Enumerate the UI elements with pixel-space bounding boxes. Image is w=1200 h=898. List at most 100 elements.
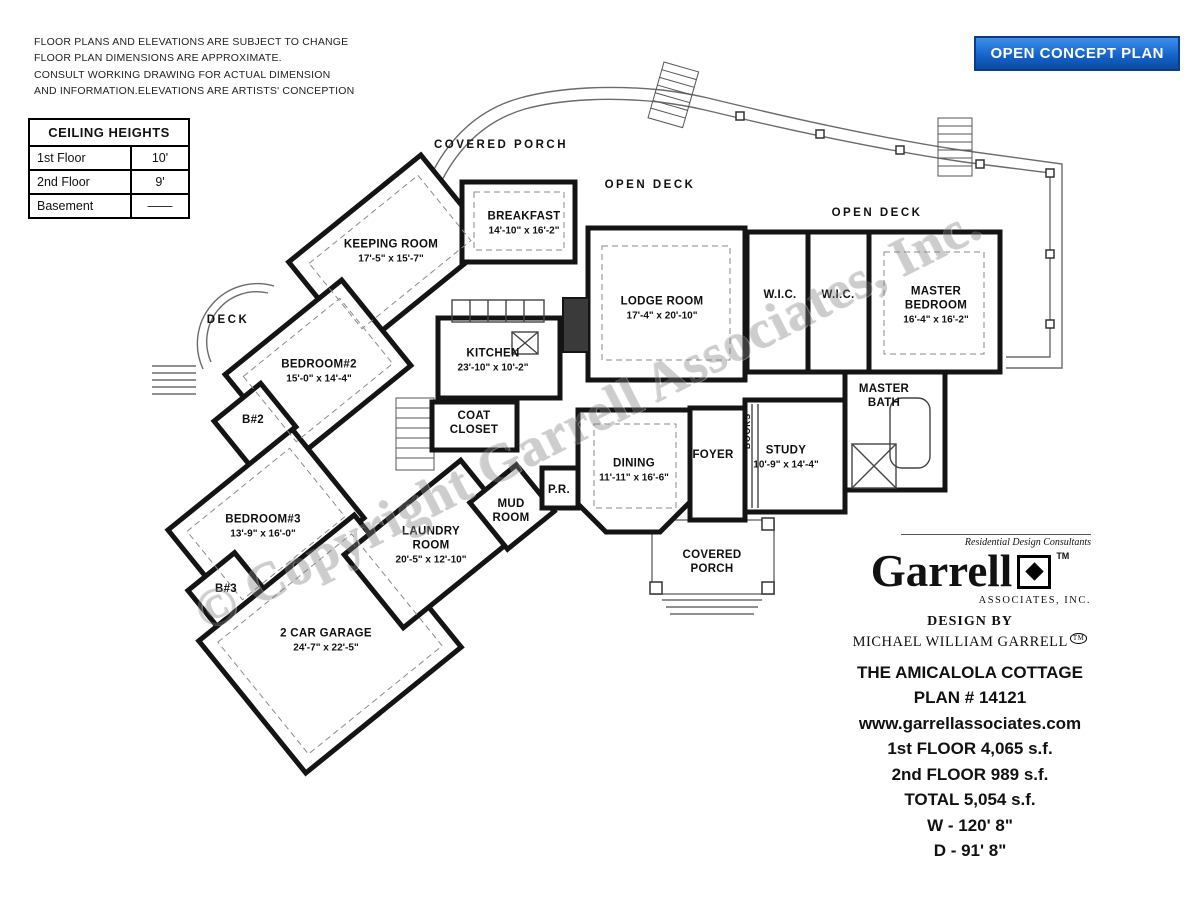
designer-name-text: MICHAEL WILLIAM GARRELL: [852, 633, 1068, 650]
room-label-dining: DINING 11'-11" x 16'-6": [599, 458, 669, 485]
room-label-foyer: FOYER: [692, 449, 733, 463]
disclaimer-line: FLOOR PLANS AND ELEVATIONS ARE SUBJECT T…: [34, 36, 349, 48]
open-concept-plan-badge: OPEN CONCEPT PLAN: [974, 36, 1180, 71]
room-label-books: BOOKS: [742, 413, 752, 449]
garrell-logo: Garrell TM: [845, 549, 1095, 594]
logo-trademark: TM: [1056, 551, 1070, 561]
room-label-master-bedroom: MASTER BEDROOM 16'-4" x 16'-2": [894, 286, 978, 327]
room-label-covered-porch-bottom: COVERED PORCH: [675, 549, 750, 577]
room-name: KEEPING ROOM: [343, 238, 439, 251]
plan-name: THE AMICALOLA COTTAGE: [856, 662, 1083, 682]
room-dims: 15'-0" x 14'-4": [286, 373, 352, 385]
room-name: DINING: [612, 457, 656, 470]
room-label-wic-2: W.I.C.: [821, 289, 854, 303]
table-row: Basement ——: [30, 195, 188, 217]
ceiling-heights-title: CEILING HEIGHTS: [30, 120, 188, 147]
fireplace: [562, 297, 590, 353]
diamond-logo-icon: [1017, 554, 1052, 589]
room-name: LODGE ROOM: [620, 295, 704, 308]
disclaimer-line: AND INFORMATION.ELEVATIONS ARE ARTISTS' …: [34, 84, 355, 97]
room-label-deck: DECK: [207, 314, 250, 328]
room-label-bedroom-3: BEDROOM#3 13'-9" x 16'-0": [225, 514, 301, 541]
room-label-master-bath: MASTER BATH: [849, 383, 919, 411]
room-dims: 23'-10" x 10'-2": [457, 362, 529, 374]
room-label-mud-room: MUD ROOM: [486, 498, 536, 526]
room-name: OPEN DECK: [831, 207, 923, 220]
ceiling-heights-table: CEILING HEIGHTS 1st Floor 10' 2nd Floor …: [28, 118, 190, 219]
table-row: 2nd Floor 9': [30, 171, 188, 195]
plan-number: PLAN # 14121: [913, 688, 1027, 708]
second-floor-area: 2nd FLOOR 989 s.f.: [891, 764, 1049, 784]
room-name: DECK: [206, 314, 250, 327]
row-label: 2nd Floor: [37, 175, 90, 189]
room-dims: 17'-5" x 15'-7": [358, 253, 424, 265]
garrell-logo-text: Garrell: [870, 546, 1013, 596]
plan-info: THE AMICALOLA COTTAGE PLAN # 14121 www.g…: [845, 660, 1095, 864]
room-dims: 20'-5" x 12'-10": [395, 554, 467, 566]
room-label-garage: 2 CAR GARAGE 24'-7" x 22'-5": [280, 628, 372, 655]
room-dims: 16'-4" x 16'-2": [903, 314, 969, 326]
ceiling-dashes: [186, 174, 985, 755]
room-name: BEDROOM#2: [281, 358, 357, 371]
room-label-breakfast: BREAKFAST 14'-10" x 16'-2": [488, 211, 561, 238]
room-label-covered-porch-top: COVERED PORCH: [434, 139, 568, 153]
room-label-coat-closet: COAT CLOSET: [444, 410, 504, 438]
room-name: FOYER: [692, 449, 734, 462]
disclaimer-text: FLOOR PLANS AND ELEVATIONS ARE SUBJECT T…: [34, 34, 354, 99]
room-name: BEDROOM#3: [225, 513, 301, 526]
room-label-lodge-room: LODGE ROOM 17'-4" x 20'-10": [621, 296, 704, 323]
room-dims: 24'-7" x 22'-5": [293, 642, 359, 654]
main-walls: [429, 179, 1003, 535]
room-label-open-deck-2: OPEN DECK: [832, 207, 923, 221]
design-by-label: DESIGN BY: [927, 614, 1013, 629]
total-area: TOTAL 5,054 s.f.: [904, 790, 1036, 810]
room-name: COAT CLOSET: [449, 410, 499, 436]
disclaimer-line: CONSULT WORKING DRAWING FOR ACTUAL DIMEN…: [34, 68, 331, 81]
room-name: B#3: [215, 583, 237, 596]
room-name: MASTER BATH: [858, 383, 910, 409]
row-value: 9': [130, 171, 188, 193]
room-label-bath-3: B#3: [215, 583, 237, 597]
plan-width: W - 120' 8": [927, 815, 1013, 835]
room-label-keeping-room: KEEPING ROOM 17'-5" x 15'-7": [344, 239, 438, 266]
room-name: W.I.C.: [821, 289, 855, 302]
room-dims: 14'-10" x 16'-2": [488, 225, 560, 237]
room-label-powder-room: P.R.: [548, 484, 570, 498]
room-name: OPEN DECK: [604, 179, 696, 192]
room-name: COVERED PORCH: [433, 139, 569, 152]
row-label: 1st Floor: [37, 151, 86, 165]
designer-trademark: TM: [1069, 633, 1088, 644]
room-name: W.I.C.: [763, 289, 797, 302]
associates-label: ASSOCIATES, INC.: [978, 595, 1091, 606]
room-label-bedroom-2: BEDROOM#2 15'-0" x 14'-4": [281, 359, 357, 386]
room-name: BREAKFAST: [487, 210, 561, 223]
deck-outlines: [152, 86, 1063, 615]
room-label-wic-1: W.I.C.: [763, 289, 796, 303]
room-label-laundry-room: LAUNDRY ROOM 20'-5" x 12'-10": [392, 526, 470, 567]
room-name: BOOKS: [741, 412, 752, 450]
room-name: LAUNDRY ROOM: [402, 525, 460, 552]
room-name: B#2: [242, 414, 264, 427]
branding-block: Residential Design Consultants Garrell T…: [845, 534, 1095, 864]
first-floor-area: 1st FLOOR 4,065 s.f.: [887, 739, 1053, 759]
room-name: 2 CAR GARAGE: [280, 627, 372, 640]
room-label-kitchen: KITCHEN 23'-10" x 10'-2": [458, 348, 529, 375]
room-dims: 10'-9" x 14'-4": [753, 459, 819, 471]
room-name: KITCHEN: [466, 347, 520, 360]
room-dims: 13'-9" x 16'-0": [230, 528, 296, 540]
row-value: ——: [130, 195, 188, 217]
row-value: 10': [130, 147, 188, 169]
room-label-open-deck-1: OPEN DECK: [605, 179, 696, 193]
room-dims: 17'-4" x 20'-10": [626, 310, 698, 322]
row-label: Basement: [37, 199, 94, 213]
table-row: 1st Floor 10': [30, 147, 188, 171]
website: www.garrellassociates.com: [858, 713, 1082, 733]
room-name: MASTER BEDROOM: [904, 285, 968, 312]
room-name: P.R.: [547, 484, 571, 497]
room-label-bath-2: B#2: [242, 414, 264, 428]
room-name: STUDY: [765, 444, 807, 457]
plan-depth: D - 91' 8": [933, 841, 1007, 861]
